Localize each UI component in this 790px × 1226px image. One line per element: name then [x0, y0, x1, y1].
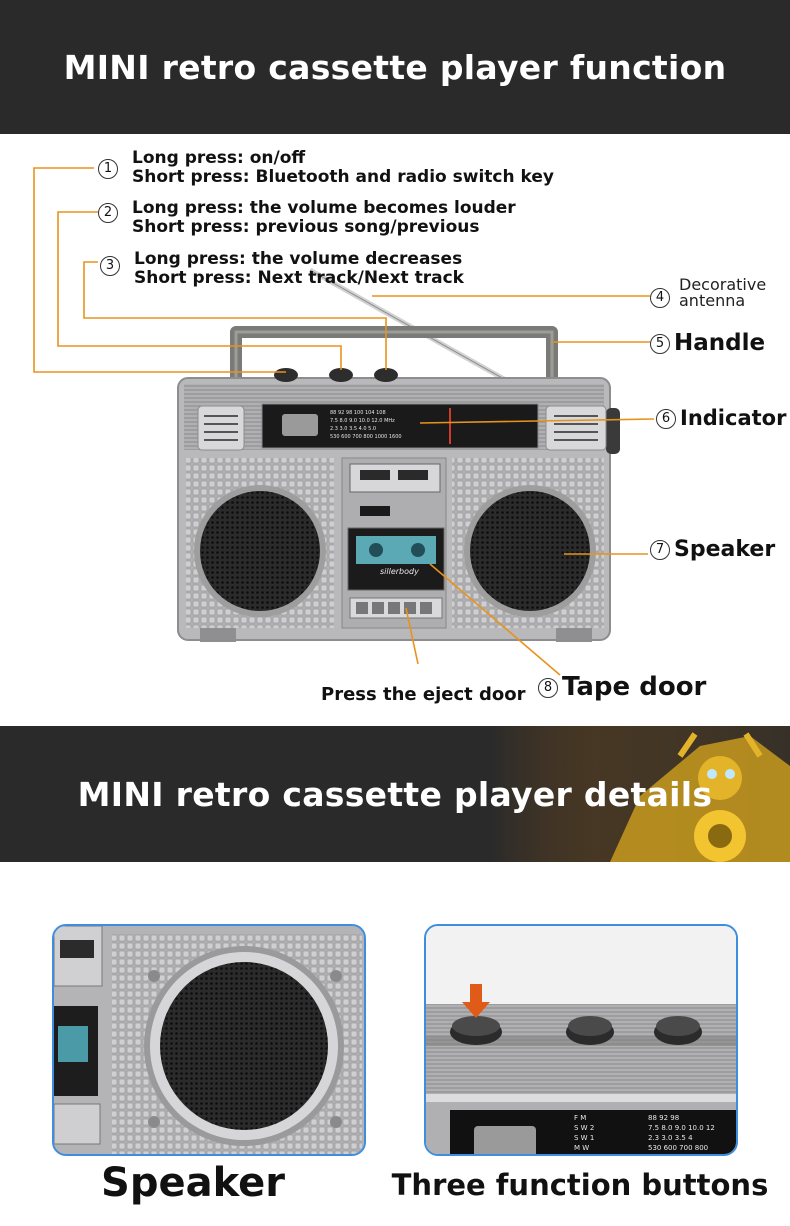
leader-eject [405, 607, 419, 665]
speaker-closeup-panel [52, 924, 366, 1156]
number-badge: 4 [650, 288, 670, 308]
function-button-2 [329, 368, 353, 382]
section-title: MINI retro cassette player function [63, 47, 727, 87]
leader-8 [429, 563, 561, 676]
svg-text:7.5 8.0 9.0 10.0 12: 7.5 8.0 9.0 10.0 12 [648, 1124, 715, 1132]
tuning-knob [606, 408, 620, 454]
label-eject: Press the eject door [321, 684, 526, 705]
svg-text:530 600 700 800 1000 1600: 530 600 700 800 1000 1600 [330, 434, 402, 440]
section-header-details: MINI retro cassette player details [0, 726, 790, 862]
antenna-label-line2: antenna [679, 291, 746, 310]
svg-text:S W 2: S W 2 [574, 1124, 594, 1132]
label-antenna: 4 Decorative antenna [650, 277, 766, 309]
callout-1: 1 Long press: on/off Short press: Blueto… [98, 149, 554, 187]
number-badge: 3 [100, 256, 120, 276]
leader-2 [57, 211, 342, 370]
tape-door-label: Tape door [562, 672, 707, 702]
callout-3: 3 Long press: the volume decreases Short… [100, 250, 464, 288]
robot-illustration-icon [490, 726, 790, 862]
section-header-function: MINI retro cassette player function [0, 0, 790, 134]
leader-6 [419, 418, 655, 424]
function-button-3 [374, 368, 398, 382]
leader-3 [83, 261, 387, 370]
number-badge: 5 [650, 333, 670, 354]
callout-2: 2 Long press: the volume becomes louder … [98, 199, 516, 237]
radio-diagram: 88 92 98 100 104 108 7.5 8.0 9.0 10.0 12… [33, 167, 655, 676]
speaker-label: Speaker [674, 537, 776, 562]
number-badge: 2 [98, 203, 118, 223]
indicator-label: Indicator [680, 406, 787, 430]
function-button-1 [274, 368, 298, 382]
svg-text:M W: M W [574, 1144, 589, 1152]
svg-text:S W 1: S W 1 [574, 1134, 594, 1142]
antenna-label-line1: Decorative [679, 275, 767, 294]
svg-text:7.5 8.0 9.0 10.0 12.0 MHz: 7.5 8.0 9.0 10.0 12.0 MHz [330, 418, 395, 424]
buttons-closeup-panel: F M 88 92 98 S W 2 7.5 8.0 9.0 10.0 12 S… [424, 924, 738, 1156]
leader-1 [33, 167, 286, 373]
handle-label: Handle [674, 330, 766, 356]
callout-2-line1: Long press: the volume becomes louder [132, 198, 516, 218]
speaker-mesh [160, 962, 328, 1130]
number-badge: 6 [656, 409, 676, 429]
buttons-closeup-image: F M 88 92 98 S W 2 7.5 8.0 9.0 10.0 12 S… [426, 926, 736, 1154]
callout-1-line2: Short press: Bluetooth and radio switch … [132, 167, 554, 187]
callout-1-line1: Long press: on/off [132, 148, 306, 168]
callout-3-line2: Short press: Next track/Next track [134, 268, 464, 288]
svg-text:2.3 3.0 3.5 4.0 5.0: 2.3 3.0 3.5 4.0 5.0 [330, 426, 376, 432]
closeup-dial-scale: F M 88 92 98 S W 2 7.5 8.0 9.0 10.0 12 S… [574, 1114, 715, 1152]
caption-speaker: Speaker [101, 1160, 285, 1206]
number-badge: 7 [650, 540, 670, 560]
speaker-closeup-image [54, 926, 364, 1154]
arrow-down-icon [462, 984, 490, 1018]
number-badge: 8 [538, 677, 558, 698]
section-title: MINI retro cassette player details [77, 774, 713, 814]
svg-text:88 92 98 100 104 108: 88 92 98 100 104 108 [330, 410, 386, 416]
brand-text: sillerbody [380, 567, 419, 576]
caption-buttons: Three function buttons [391, 1168, 769, 1202]
svg-text:88 92 98: 88 92 98 [648, 1114, 679, 1122]
svg-text:530 600 700 800: 530 600 700 800 [648, 1144, 708, 1152]
svg-text:2.3 3.0 3.5 4: 2.3 3.0 3.5 4 [648, 1134, 693, 1142]
number-badge: 1 [98, 159, 118, 179]
callout-3-line1: Long press: the volume decreases [134, 249, 463, 269]
svg-text:F M: F M [574, 1114, 586, 1122]
callout-2-line2: Short press: previous song/previous [132, 217, 480, 237]
